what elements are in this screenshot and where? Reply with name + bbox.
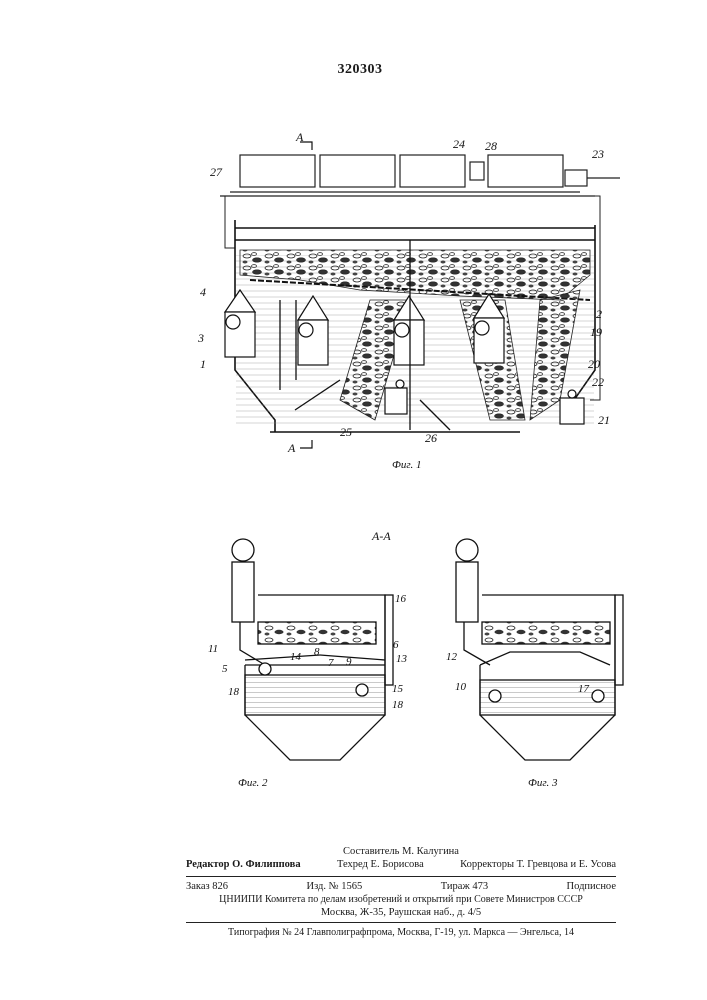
address: Москва, Ж-35, Раушская наб., д. 4/5	[321, 906, 481, 919]
circulation: Тираж 473	[441, 880, 488, 893]
institute: ЦНИИПИ Комитета по делам изобретений и о…	[219, 893, 583, 906]
order-number: Заказ 826	[186, 880, 228, 893]
figure-label: 18	[392, 699, 404, 711]
figure-label: 18	[228, 686, 240, 698]
figure-label: 11	[208, 643, 218, 655]
figure-label: 9	[346, 656, 352, 668]
correctors: Корректоры Т. Гревцова и Е. Усова	[460, 858, 616, 871]
figure-3-caption: Фиг. 3	[528, 777, 558, 789]
publication-block: Заказ 826 Изд. № 1565 Тираж 473 Подписно…	[186, 880, 616, 919]
compiler: Составитель М. Калугина	[343, 845, 459, 858]
editor: Редактор О. Филиппова	[186, 858, 301, 871]
figure-label: 16	[395, 593, 407, 605]
subscription: Подписное	[567, 880, 616, 893]
figure-label: 13	[396, 653, 408, 665]
figure-3	[456, 539, 623, 760]
divider-2	[186, 922, 616, 923]
figure-3-labels: 12 10 17 Фиг. 3	[446, 651, 590, 789]
printer: Типография № 24 Главполиграфпрома, Москв…	[228, 926, 574, 939]
figure-label: 12	[446, 651, 458, 663]
printer-block: Типография № 24 Главполиграфпрома, Москв…	[186, 926, 616, 939]
tech-editor: Техред Е. Борисова	[337, 858, 424, 871]
figure-2-caption: Фиг. 2	[238, 777, 268, 789]
edition-number: Изд. № 1565	[307, 880, 363, 893]
figure-label: 14	[290, 651, 302, 663]
figures-2-3-drawing: А-А 16 11 5 14 8 7 9 6 13 18 15 18 Фиг. …	[0, 0, 707, 800]
figure-label: 6	[393, 639, 399, 651]
divider-1	[186, 876, 616, 877]
figure-label: 7	[328, 657, 334, 669]
figure-label: 5	[222, 663, 228, 675]
figure-label: 17	[578, 683, 590, 695]
figure-label: 15	[392, 683, 404, 695]
figure-label: 10	[455, 681, 467, 693]
credits-block: Составитель М. Калугина Редактор О. Фили…	[186, 845, 616, 871]
figure-2	[232, 539, 393, 760]
figure-label: 8	[314, 646, 320, 658]
section-title: А-А	[371, 529, 391, 543]
